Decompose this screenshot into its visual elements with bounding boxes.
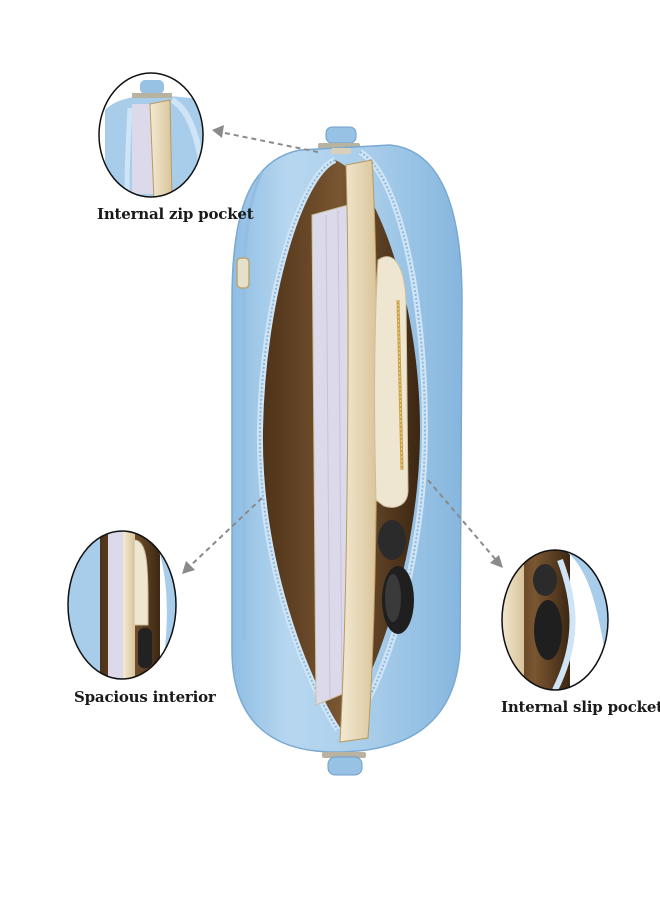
callout-label-spacious-interior: Spacious interior xyxy=(74,688,216,706)
spacious-interior-detail xyxy=(67,530,177,680)
slip-pocket-detail xyxy=(501,549,609,691)
callout-label-slip-pocket: Internal slip pocket xyxy=(501,698,660,716)
strap-loop-bottom xyxy=(322,752,366,776)
cream-zip-pouch xyxy=(374,256,409,508)
side-ring-hardware xyxy=(236,257,250,289)
arrow-heads xyxy=(182,125,503,574)
pointer-arrow xyxy=(187,131,497,569)
callout-label-zip-pocket: Internal zip pocket xyxy=(97,205,254,223)
strap-loop-top xyxy=(318,126,360,149)
zip-pocket-detail xyxy=(98,72,204,198)
bag-contents xyxy=(311,159,414,743)
